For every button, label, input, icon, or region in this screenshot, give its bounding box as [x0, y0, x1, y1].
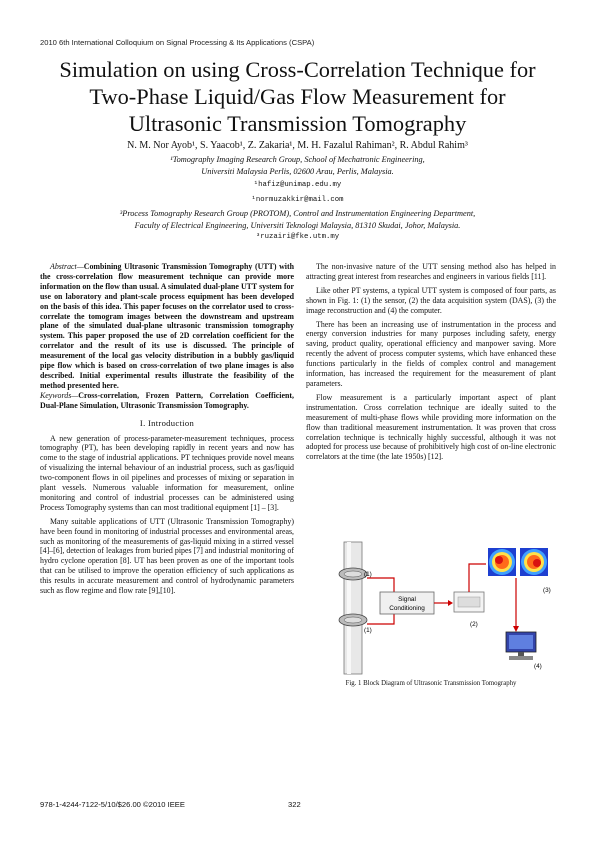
footer-copyright: 978-1-4244-7122-5/10/$26.00 ©2010 IEEE	[40, 800, 185, 809]
paper-title: Simulation on using Cross-Correlation Te…	[20, 56, 575, 137]
affiliation-line: Faculty of Electrical Engineering, Unive…	[134, 220, 461, 230]
keywords: Keywords—Cross-correlation, Frozen Patte…	[40, 391, 294, 411]
label-images: (3)	[543, 587, 551, 594]
section-heading: I. Introduction	[139, 417, 195, 428]
email-2: ¹normuzakkir@mail.com	[251, 196, 344, 204]
label-computer: (4)	[534, 663, 542, 670]
tomogram-image-2	[520, 548, 548, 576]
label-sensor-upper: (1)	[364, 571, 372, 578]
das-device	[453, 591, 485, 613]
intro-paragraph-1: A new generation of process-parameter-me…	[40, 433, 294, 512]
affiliation-1: ¹Tomography Imaging Research Group, Scho…	[20, 154, 575, 177]
right-paragraph-1: The non-invasive nature of the UTT sensi…	[306, 262, 556, 281]
figure-caption: Fig. 1 Block Diagram of Ultrasonic Trans…	[345, 680, 517, 687]
arrow-lower	[367, 612, 395, 625]
affiliation-line: Universiti Malaysia Perlis, 02600 Arau, …	[201, 166, 394, 176]
abstract-label: Abstract—	[50, 262, 84, 271]
label-sensor-lower: (1)	[364, 627, 372, 634]
conference-header: 2010 6th International Colloquium on Sig…	[40, 38, 315, 47]
right-column: The non-invasive nature of the UTT sensi…	[306, 262, 556, 462]
title-line: Two-Phase Liquid/Gas Flow Measurement fo…	[89, 84, 506, 109]
right-paragraph-4: Flow measurement is a particularly impor…	[306, 392, 556, 462]
pipe-sensor-illustration	[338, 541, 368, 675]
keywords-text: Cross-correlation, Frozen Pattern, Corre…	[40, 390, 294, 410]
arrowhead-computer	[513, 626, 519, 632]
abstract-text: Combining Ultrasonic Transmission Tomogr…	[40, 262, 294, 390]
arrow-upper	[367, 577, 395, 592]
keywords-label: Keywords—	[40, 390, 79, 400]
arrow-to-images	[468, 563, 486, 592]
arrowhead-das	[448, 600, 453, 606]
right-paragraph-3: There has been an increasing use of inst…	[306, 319, 556, 388]
affiliation-line: ³Process Tomography Research Group (PROT…	[119, 209, 476, 218]
signal-label-line2: Conditioning	[389, 605, 425, 612]
abstract: Abstract—Combining Ultrasonic Transmissi…	[40, 262, 294, 391]
title-line: Simulation on using Cross-Correlation Te…	[59, 57, 536, 82]
signal-label-line1: Signal	[398, 596, 416, 603]
label-das: (2)	[470, 621, 478, 628]
email-3: ³ruzairi@fke.utm.my	[255, 233, 340, 241]
author-list: N. M. Nor Ayob¹, S. Yaacob¹, Z. Zakaria¹…	[127, 140, 468, 151]
email-1: ¹hafiz@unimap.edu.my	[253, 181, 342, 189]
intro-paragraph-2: Many suitable applications of UTT (Ultra…	[40, 516, 294, 596]
page-number: 322	[288, 800, 301, 809]
right-paragraph-2: Like other PT systems, a typical UTT sys…	[306, 285, 556, 315]
title-line: Ultrasonic Transmission Tomography	[128, 111, 467, 136]
tomogram-image-1	[488, 548, 516, 576]
block-diagram-figure: (1) (1) Signal Conditioning (2) (3) (4)	[338, 541, 551, 675]
computer-icon	[505, 631, 537, 660]
affiliation-3: ³Process Tomography Research Group (PROT…	[20, 208, 575, 231]
left-column: Abstract—Combining Ultrasonic Transmissi…	[40, 262, 294, 596]
affiliation-line: ¹Tomography Imaging Research Group, Scho…	[170, 155, 425, 164]
